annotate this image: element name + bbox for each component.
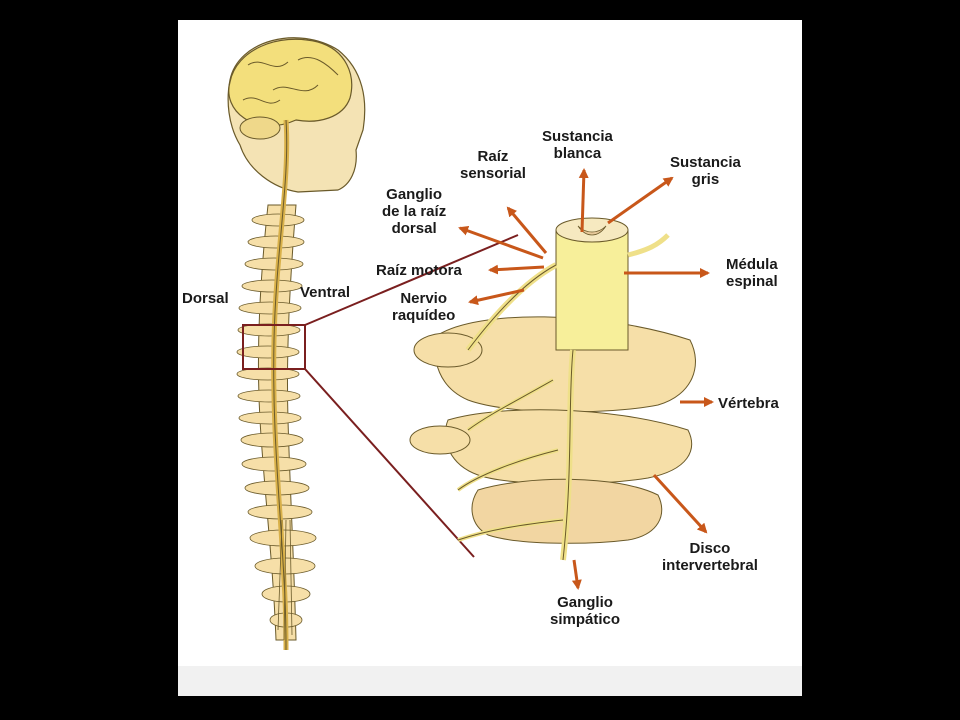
label-raiz-motora: Raíz motora: [376, 262, 462, 279]
spine-column: [236, 119, 317, 651]
label-dorsal: Dorsal: [182, 290, 229, 307]
label-ganglio-raiz-dorsal: Ganglio de la raíz dorsal: [382, 186, 447, 237]
label-nervio-raquideo: Nervio raquídeo: [392, 290, 456, 324]
zoom-box: [242, 234, 519, 558]
label-sustancia-blanca: Sustancia blanca: [542, 128, 613, 162]
label-sustancia-gris: Sustancia gris: [670, 154, 741, 188]
brain: [228, 38, 353, 140]
label-vertebra: Vértebra: [718, 395, 779, 412]
label-medula-espinal: Médula espinal: [726, 256, 778, 290]
anatomy-illustration: [227, 37, 714, 651]
label-raiz-sensorial: Raíz sensorial: [460, 148, 526, 182]
vertebrae-detail: [409, 316, 696, 544]
nerves-detail: [456, 233, 670, 561]
label-ventral: Ventral: [300, 284, 351, 301]
label-disco-intervertebral: Disco intervertebral: [662, 540, 758, 574]
spinal-cord-detail: [555, 217, 629, 351]
diagram-panel: Dorsal Ventral Raíz sensorial Sustancia …: [178, 20, 802, 696]
label-arrows: [458, 168, 714, 590]
label-ganglio-simpatico: Ganglio simpático: [550, 594, 621, 628]
panel-footer-strip: [178, 666, 802, 696]
